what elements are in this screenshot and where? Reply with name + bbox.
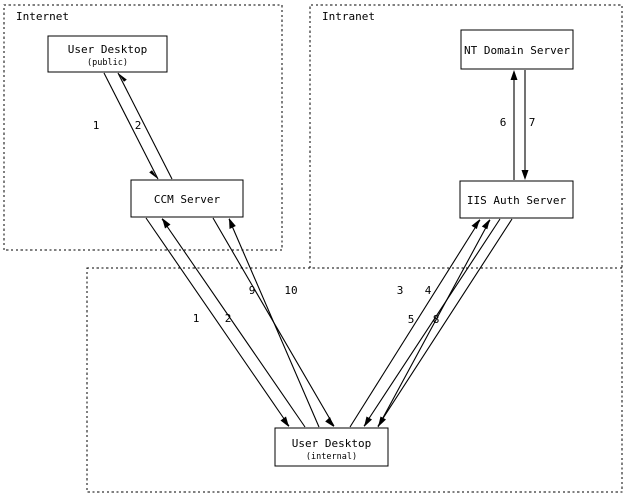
flow-2-public: 2 (117, 72, 173, 180)
flow-4-arrowhead (364, 416, 372, 427)
flow-4-line (363, 218, 501, 427)
flow-9: 9 (161, 218, 306, 428)
flow-3-label: 3 (397, 284, 404, 297)
flow-8-arrowhead (378, 416, 386, 427)
flow-4-label: 4 (425, 284, 432, 297)
ccm-server-box[interactable] (130, 179, 244, 218)
nt-domain-server-title: NT Domain Server (464, 44, 570, 57)
user-desktop-internal-box[interactable] (274, 427, 389, 467)
flow-1-public-arrowhead (149, 170, 158, 179)
flow-2-public-arrowhead (118, 73, 127, 82)
flow-8-line (377, 218, 513, 427)
nt-domain-server-box[interactable] (460, 29, 574, 70)
flow-7: 7 (521, 70, 536, 180)
iis-auth-server-title: IIS Auth Server (467, 194, 567, 207)
zone-internet-border (3, 4, 283, 251)
flow-1-public: 1 (93, 72, 159, 180)
flow-1-internal-arrowhead (280, 416, 289, 427)
flow-2-internal-label: 2 (225, 312, 232, 325)
flow-1-public-label: 1 (93, 119, 100, 132)
flow-10-arrowhead (229, 218, 236, 229)
flow-2-internal-line (212, 217, 335, 427)
flow-8-label: 8 (433, 313, 440, 326)
flow-1-internal: 1 (145, 217, 290, 427)
node-iis-auth-server[interactable]: IIS Auth Server (459, 180, 574, 219)
user-desktop-public-title: User Desktop (68, 43, 147, 56)
flow-9-arrowhead (162, 218, 171, 229)
flow-6-arrowhead (510, 70, 518, 80)
flow-9-line (161, 218, 306, 428)
flow-2-internal-arrowhead (325, 417, 334, 427)
node-ccm-server[interactable]: CCM Server (130, 179, 244, 218)
zone-internet: Internet (3, 4, 283, 251)
flow-1-internal-label: 1 (193, 312, 200, 325)
zone-intranet-border (309, 4, 623, 268)
node-nt-domain-server[interactable]: NT Domain Server (460, 29, 574, 70)
user-desktop-internal-title: User Desktop (292, 437, 371, 450)
zone-internal-lan (86, 267, 623, 493)
flow-9-label: 9 (249, 284, 256, 297)
user-desktop-public-subtitle: (public) (87, 58, 128, 68)
flow-10-label: 10 (284, 284, 297, 297)
flow-6: 6 (500, 70, 518, 180)
flow-7-arrowhead (521, 170, 529, 180)
flow-1-internal-line (145, 217, 290, 427)
user-desktop-internal-subtitle: (internal) (306, 452, 357, 462)
flow-3-arrowhead (471, 219, 480, 229)
flow-1-public-line (103, 72, 159, 180)
flow-4: 4 (363, 218, 501, 427)
flow-2-public-label: 2 (135, 119, 142, 132)
flow-2-public-line (117, 72, 173, 180)
node-user-desktop-public[interactable]: User Desktop (public) (47, 35, 168, 73)
ccm-server-title: CCM Server (154, 193, 221, 206)
zone-internet-label: Internet (16, 10, 69, 23)
flow-3-line (349, 219, 481, 428)
flow-3: 3 (349, 219, 481, 428)
user-desktop-public-box[interactable] (47, 35, 168, 73)
iis-auth-server-box[interactable] (459, 180, 574, 219)
flow-8: 8 (377, 218, 513, 427)
flow-5-label: 5 (408, 313, 415, 326)
flow-5: 5 (377, 219, 491, 428)
flow-5-arrowhead (481, 219, 490, 230)
node-user-desktop-internal[interactable]: User Desktop (internal) (274, 427, 389, 467)
zone-internal-lan-border (86, 267, 623, 493)
flow-6-label: 6 (500, 116, 507, 129)
zone-intranet-label: Intranet (322, 10, 375, 23)
flow-2-internal: 2 (212, 217, 335, 427)
zone-intranet: Intranet (309, 4, 623, 268)
flow-7-label: 7 (529, 116, 536, 129)
flow-5-line (377, 219, 491, 428)
